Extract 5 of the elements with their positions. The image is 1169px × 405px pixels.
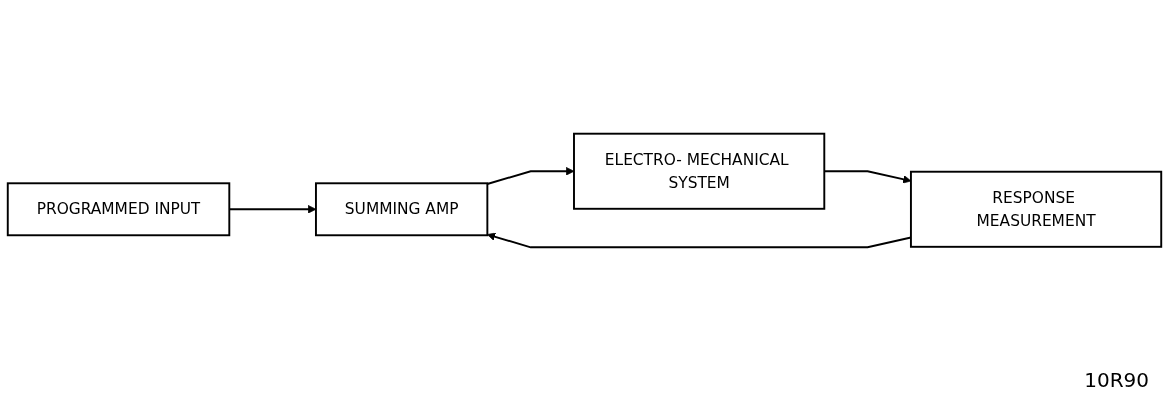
figure-number: 10R90 xyxy=(1084,368,1149,392)
node-box: SUMMING AMP xyxy=(315,181,489,236)
node-box: RESPONSE MEASUREMENT xyxy=(909,170,1163,248)
node-box: ELECTRO- MECHANICAL SYSTEM xyxy=(573,132,826,210)
node-box: PROGRAMMED INPUT xyxy=(6,181,231,236)
